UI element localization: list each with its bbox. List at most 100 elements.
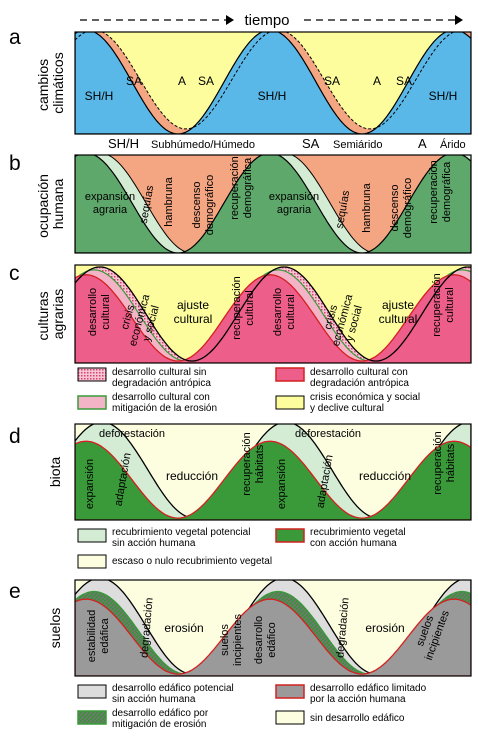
panel-c-label-line: cultural [100, 294, 112, 329]
panel-d-label: expansión [276, 459, 288, 509]
panel-e-label: erosión [164, 621, 203, 635]
panel-c-label: desarrollocultural [87, 288, 112, 336]
panel-a-label: SH/H [85, 89, 114, 103]
panel-letter-a: a [9, 26, 21, 49]
panel-a-label: SA [324, 74, 340, 88]
panel-b-label-line: demográfico [402, 178, 414, 239]
panel-a-label: A [178, 74, 186, 88]
panel-c-frame [74, 264, 472, 364]
climate-key-code: SH/H [108, 136, 139, 151]
panel-a-labels: SH/H SA A SA SH/H SA A SA SH/H [85, 74, 458, 103]
panel-c-label-line: desarrollo [87, 288, 99, 336]
panel-a-label: SA [198, 74, 214, 88]
panel-e-label-line: estabilidad [86, 610, 98, 663]
panel-letter-b: b [9, 152, 21, 175]
side-label-b-1: ocupación [35, 174, 51, 238]
panel-b-label: descensodemográfico [389, 178, 414, 239]
panel-b-frame [74, 154, 472, 254]
panel-b-label-line: recuperación [229, 156, 241, 220]
side-label-b-2: humana [50, 178, 66, 229]
panel-a-label: SA [126, 74, 142, 88]
legend-swatch-light-grey [77, 684, 107, 699]
panel-e-label-line: desarrollo [253, 616, 265, 664]
legend-text-line: recubrimiento vegetal [310, 527, 406, 538]
panel-d-label: recuperaciónhábitats [432, 431, 457, 495]
legend-text-line: mitigación de erosión [112, 719, 207, 730]
legend-text-line: desarrollo cultural con [112, 392, 210, 403]
panel-letter-d: d [9, 425, 21, 448]
panel-c-label-line: recuperación [231, 276, 243, 340]
panel-c [75, 265, 471, 363]
side-label-c-2: agrarias [50, 289, 66, 340]
panel-d-frame [74, 423, 472, 521]
panel-c-label: recuperacióncultural [431, 273, 456, 337]
legend-swatch-light-pink [77, 395, 107, 410]
side-label-a-2: climáticos [50, 52, 66, 113]
legend-text-line: desarrollo edáfico por [112, 708, 209, 719]
timeline: tiempo [80, 12, 463, 29]
panel-e-label: suelosincipientes [219, 614, 244, 666]
panel-c-label-line: cultural [285, 294, 297, 329]
panel-a-frame [74, 31, 472, 135]
panel-c-label-line: cultural [244, 290, 256, 325]
panel-e-label: degradación [138, 597, 155, 658]
panel-c-label-line: cultural [444, 287, 456, 322]
panel-b-label: hambruna [163, 176, 175, 226]
legend-swatch-dark-green [275, 528, 305, 543]
panel-b-label-line: descenso [389, 184, 401, 231]
legend-text-line: por la acción humana [310, 694, 406, 705]
legend-text-line: desarrollo edáfico limitado [310, 683, 427, 694]
panel-d-label: recuperaciónhábitats [241, 432, 266, 496]
panel-letter-e: e [9, 580, 21, 603]
panel-d-label-line: recuperación [241, 432, 253, 496]
panel-a [75, 32, 471, 134]
panel-c-legend: desarrollo cultural sin degradación antró… [77, 367, 420, 414]
legend-swatch-dotted [77, 367, 107, 382]
panel-e-label: estabilidadedáfica [86, 610, 111, 663]
legend-swatch-pale-yellow [77, 554, 107, 569]
panel-b-label: hambruna [361, 182, 373, 232]
legend-text-line: recubrimiento vegetal potencial [112, 527, 250, 538]
legend-text-line: degradación antrópica [310, 378, 409, 389]
side-label-d: biota [47, 457, 63, 488]
panel-a-label: SH/H [429, 89, 458, 103]
side-label-a-1: cambios [35, 59, 51, 111]
legend-text-line: y declive cultural [310, 403, 384, 414]
panel-a-humid-band [75, 32, 471, 134]
side-label-a: cambios climáticos [35, 52, 66, 113]
panel-d-label: reducción [359, 469, 411, 483]
legend-text: escaso o nulo recubrimiento vegetal [112, 556, 272, 567]
legend-text-line: desarrollo cultural sin [112, 367, 207, 378]
panel-e-label-line: edáfica [99, 617, 111, 653]
panel-d-label-line: hábitats [445, 443, 457, 482]
panel-e-limited-soil [75, 598, 471, 676]
legend-text-line: desarrollo edáfico potencial [112, 683, 234, 694]
panel-c-label-line: ajuste [177, 298, 209, 312]
panel-b-label-line: agraria [93, 204, 128, 216]
panel-c-label-line: desarrollo [272, 288, 284, 336]
panel-c-potential-line [75, 266, 471, 362]
panel-e-label-line: suelos [219, 624, 231, 656]
legend-text-line: con acción humana [310, 538, 397, 549]
side-label-b: ocupación humana [35, 170, 66, 238]
panel-a-label: A [373, 74, 381, 88]
panel-b-label-line: agraria [277, 204, 312, 216]
panel-a-dashed-boundary [75, 32, 471, 130]
legend-swatch-yellow [275, 395, 305, 410]
legend-text-line: sin acción humana [112, 538, 196, 549]
panel-e-label-line: incipientes [232, 614, 244, 666]
side-label-e: suelos [47, 608, 63, 648]
legend-swatch-hatched [77, 710, 107, 725]
legend-text-line: crisis económica y social [310, 392, 420, 403]
